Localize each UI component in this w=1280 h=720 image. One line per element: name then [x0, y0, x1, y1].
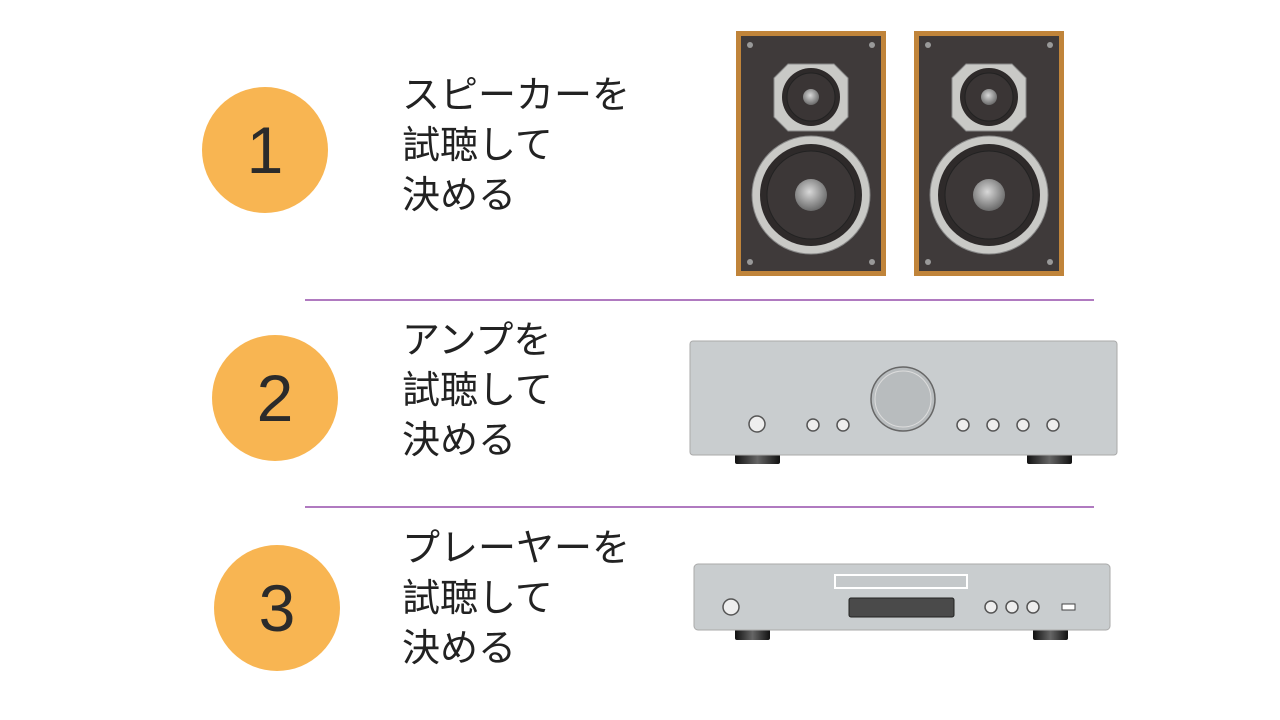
step-2-badge: 2	[212, 335, 338, 461]
step-1-text: スピーカーを 試聴して 決める	[402, 70, 630, 220]
step-2-line: 決める	[402, 418, 517, 462]
step-1-line: 決める	[402, 173, 517, 217]
player	[693, 563, 1111, 640]
step-2-line: アンプを	[402, 318, 552, 362]
speaker-right	[913, 30, 1065, 277]
step-3-line: 決める	[402, 626, 517, 670]
step-3-text: プレーヤーを 試聴して 決める	[402, 523, 630, 673]
usb-port	[1061, 603, 1076, 611]
step-2-text: アンプを 試聴して 決める	[402, 315, 553, 465]
step-3-badge: 3	[214, 545, 340, 671]
divider	[305, 299, 1094, 301]
step-3-line: 試聴して	[402, 576, 553, 620]
step-2-line: 試聴して	[402, 368, 553, 412]
volume-knob	[870, 366, 936, 432]
step-3-line: プレーヤーを	[402, 526, 631, 570]
display	[848, 597, 955, 618]
divider	[305, 506, 1094, 508]
step-1-line: 試聴して	[402, 123, 553, 167]
speaker-left	[735, 30, 887, 277]
disc-slot	[834, 574, 968, 589]
step-1-badge: 1	[202, 87, 328, 213]
amplifier	[689, 340, 1118, 464]
step-1-line: スピーカーを	[402, 73, 631, 117]
